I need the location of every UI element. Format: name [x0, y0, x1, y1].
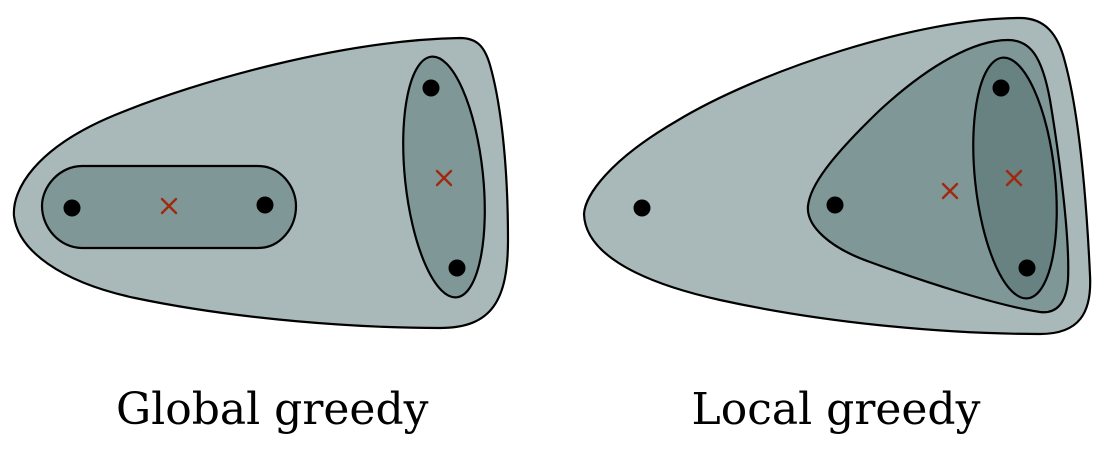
data-point: [992, 79, 1010, 97]
global-greedy-caption: Global greedy: [116, 384, 429, 435]
global-greedy-panel: [12, 36, 510, 330]
local-greedy-panel: [582, 16, 1092, 336]
data-point: [63, 199, 81, 217]
data-point: [826, 196, 844, 214]
data-point: [633, 199, 651, 217]
data-point: [422, 79, 440, 97]
local-greedy-caption: Local greedy: [691, 384, 981, 435]
centroid-marker: [941, 182, 959, 200]
centroid-marker: [160, 197, 178, 215]
centroid-marker: [435, 169, 453, 187]
data-point: [1018, 259, 1036, 277]
data-point: [256, 196, 274, 214]
data-point: [448, 259, 466, 277]
centroid-marker: [1005, 169, 1023, 187]
